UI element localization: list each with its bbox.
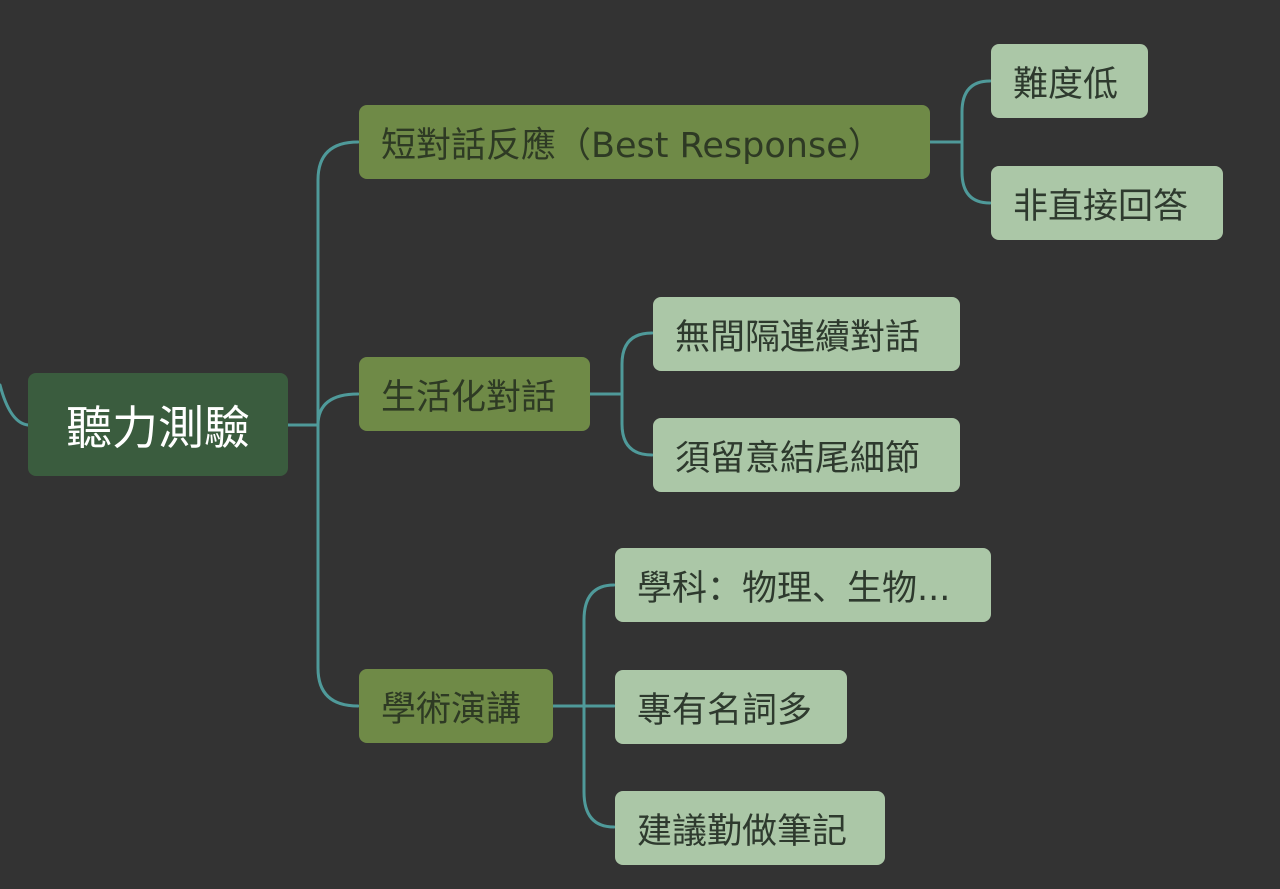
connector-b2-leaf-2	[620, 392, 654, 457]
connector-b2-leaf-1	[620, 331, 654, 396]
branch-node-academic-lecture[interactable]: 學術演講	[359, 669, 553, 743]
connector-root-branch-1	[316, 140, 360, 427]
leaf-node[interactable]: 建議勤做筆記	[615, 791, 885, 865]
leaf-node-label: 專有名詞多	[637, 690, 813, 731]
leaf-node[interactable]: 須留意結尾細節	[653, 418, 960, 492]
leaf-node-label: 非直接回答	[1013, 186, 1189, 227]
leaf-node[interactable]: 難度低	[991, 44, 1148, 118]
connector-b3-leaf-1	[582, 583, 616, 708]
connector-parent-root	[0, 383, 30, 427]
branch-node-label: 學術演講	[381, 689, 522, 730]
branch-node-label: 生活化對話	[381, 377, 557, 418]
root-node-label: 聽力測驗	[66, 400, 250, 455]
connector-root-branch-2	[316, 392, 360, 427]
leaf-node-label: 難度低	[1013, 64, 1119, 105]
leaf-node-label: 建議勤做筆記	[637, 811, 848, 852]
connector-b1-leaf-2	[960, 140, 992, 205]
connector-root-branch-3	[316, 423, 360, 708]
branch-node-best-response[interactable]: 短對話反應（Best Response）	[359, 105, 930, 179]
branch-node-label: 短對話反應（Best Response）	[381, 125, 883, 166]
leaf-node-label: 須留意結尾細節	[675, 438, 921, 479]
connector-b1-leaf-1	[960, 79, 992, 144]
leaf-node[interactable]: 專有名詞多	[615, 670, 847, 744]
root-node[interactable]: 聽力測驗	[28, 373, 288, 476]
connector-b3-leaf-3	[582, 704, 616, 829]
leaf-node[interactable]: 無間隔連續對話	[653, 297, 960, 371]
leaf-node-label: 學科：物理、生物...	[637, 568, 951, 609]
branch-node-daily-conversation[interactable]: 生活化對話	[359, 357, 590, 431]
leaf-node[interactable]: 非直接回答	[991, 166, 1223, 240]
leaf-node[interactable]: 學科：物理、生物...	[615, 548, 991, 622]
leaf-node-label: 無間隔連續對話	[675, 317, 921, 358]
